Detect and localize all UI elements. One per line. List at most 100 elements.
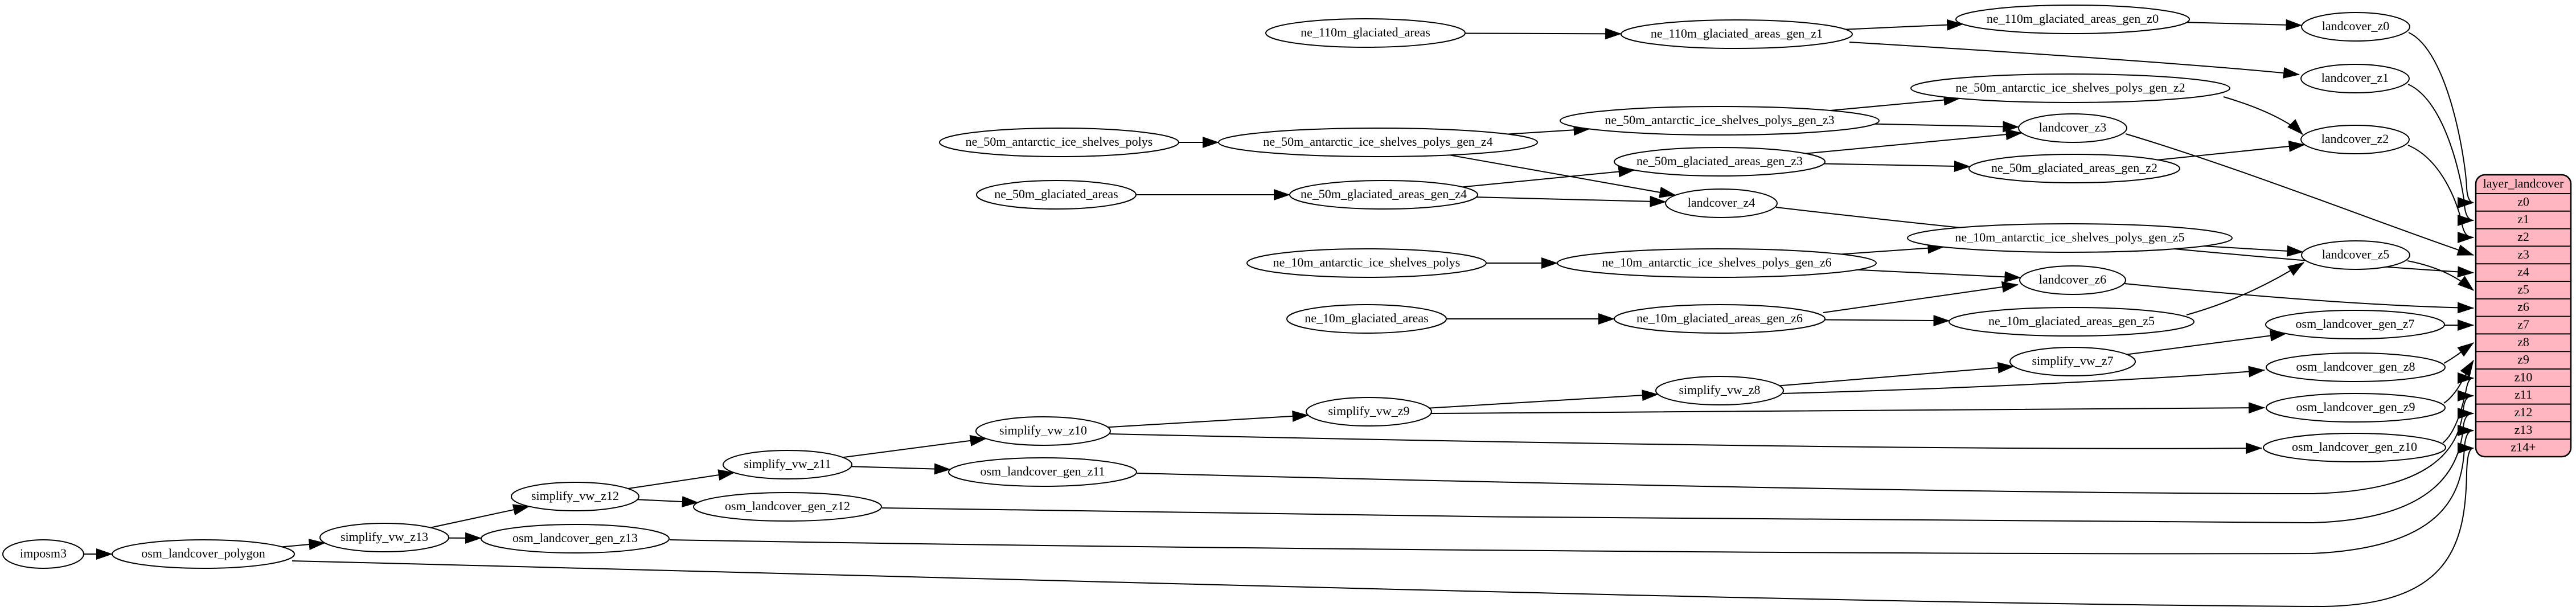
- edge-landcover_z6-to-layer-landcover-z6: [2124, 283, 2474, 314]
- table-row-label-z3: z3: [2517, 247, 2529, 261]
- edge-landcover_z2-to-layer-landcover-z2: [2407, 145, 2474, 243]
- node-label-ne_10m_antarctic_ice_shelves_polys_gen_z5: ne_10m_antarctic_ice_shelves_polys_gen_z…: [1955, 230, 2184, 244]
- node-label-simplify_vw_z11: simplify_vw_z11: [744, 457, 831, 471]
- edge-ne_10m_glaciated_areas_gen_z6-to-ne_10m_glaciated_areas_gen_z5: [1824, 315, 1950, 327]
- edge-ne_50m_antarctic_ice_shelves_polys_gen_z3-to-ne_50m_antarctic_ice_shelves_polys_gen_z2: [1830, 94, 1960, 111]
- node-shape-ne_10m_glaciated_areas_gen_z5: [1949, 307, 2194, 337]
- edge-simplify_vw_z7-to-osm_landcover_gen_z7: [2127, 330, 2287, 355]
- node-shape-osm_landcover_gen_z10: [2263, 433, 2446, 462]
- node-ne_110m_glaciated_areas_gen_z1: ne_110m_glaciated_areas_gen_z1: [1621, 19, 1853, 49]
- table-row-z0: z0: [2517, 194, 2529, 208]
- node-ne_110m_glaciated_areas_gen_z0: ne_110m_glaciated_areas_gen_z0: [1955, 5, 2190, 34]
- edge-ne_50m_glaciated_areas_gen_z4-to-ne_50m_glaciated_areas_gen_z3: [1462, 166, 1635, 188]
- node-shape-ne_110m_glaciated_areas_gen_z1: [1621, 19, 1853, 49]
- node-shape-ne_10m_glaciated_areas: [1286, 304, 1447, 334]
- node-label-osm_landcover_gen_z7: osm_landcover_gen_z7: [2296, 317, 2415, 331]
- node-shape-ne_110m_glaciated_areas_gen_z0: [1955, 5, 2190, 34]
- table-row-z10: z10: [2515, 370, 2533, 384]
- node-label-ne_10m_glaciated_areas_gen_z5: ne_10m_glaciated_areas_gen_z5: [1988, 314, 2155, 328]
- node-ne_50m_antarctic_ice_shelves_polys_gen_z3: ne_50m_antarctic_ice_shelves_polys_gen_z…: [1560, 106, 1880, 136]
- node-label-ne_10m_antarctic_ice_shelves_polys: ne_10m_antarctic_ice_shelves_polys: [1273, 255, 1461, 269]
- edge-ne_50m_antarctic_ice_shelves_polys_gen_z4-to-landcover_z4: [1449, 154, 1676, 198]
- node-label-ne_10m_antarctic_ice_shelves_polys_gen_z6: ne_10m_antarctic_ice_shelves_polys_gen_z…: [1602, 255, 1831, 269]
- node-shape-landcover_z1: [2300, 64, 2410, 93]
- node-shape-ne_10m_antarctic_ice_shelves_polys: [1246, 248, 1487, 278]
- table-row-z6: z6: [2517, 300, 2529, 314]
- node-ne_10m_glaciated_areas_gen_z6: ne_10m_glaciated_areas_gen_z6: [1614, 304, 1826, 334]
- edge-ne_50m_glaciated_areas_gen_z3-to-landcover_z3: [1806, 129, 2023, 154]
- node-simplify_vw_z9: simplify_vw_z9: [1306, 397, 1432, 427]
- table-row-label-z11: z11: [2515, 387, 2532, 401]
- node-label-ne_50m_antarctic_ice_shelves_polys: ne_50m_antarctic_ice_shelves_polys: [966, 134, 1153, 149]
- node-simplify_vw_z13: simplify_vw_z13: [319, 523, 449, 552]
- node-landcover_z1: landcover_z1: [2300, 64, 2410, 93]
- edge-ne_50m_glaciated_areas_gen_z4-to-landcover_z4: [1476, 195, 1667, 207]
- edge-ne_110m_glaciated_areas_gen_z1-to-ne_110m_glaciated_areas_gen_z0: [1845, 19, 1964, 31]
- edge-ne_10m_glaciated_areas_gen_z6-to-landcover_z6: [1823, 281, 2019, 313]
- node-label-ne_50m_antarctic_ice_shelves_polys_gen_z2: ne_50m_antarctic_ice_shelves_polys_gen_z…: [1955, 80, 2185, 95]
- node-simplify_vw_z8: simplify_vw_z8: [1655, 376, 1784, 405]
- edge-osm_landcover_polygon-to-layer-landcover-z14+: [292, 442, 2474, 608]
- node-shape-simplify_vw_z13: [319, 523, 449, 552]
- node-shape-simplify_vw_z10: [975, 416, 1111, 446]
- layer-landcover-table-title: layer_landcover: [2483, 177, 2564, 191]
- edge-landcover_z5-to-layer-landcover-z5: [2407, 260, 2474, 291]
- table-row-z5: z5: [2517, 282, 2529, 296]
- node-shape-ne_50m_antarctic_ice_shelves_polys_gen_z3: [1560, 106, 1880, 136]
- node-label-ne_50m_glaciated_areas: ne_50m_glaciated_areas: [994, 187, 1118, 201]
- node-shape-osm_landcover_gen_z11: [948, 457, 1137, 487]
- node-ne_50m_glaciated_areas: ne_50m_glaciated_areas: [976, 180, 1137, 210]
- node-ne_50m_glaciated_areas_gen_z4: ne_50m_glaciated_areas_gen_z4: [1289, 180, 1478, 210]
- node-shape-landcover_z5: [2301, 240, 2410, 270]
- node-label-osm_landcover_gen_z9: osm_landcover_gen_z9: [2296, 400, 2415, 414]
- node-ne_10m_glaciated_areas: ne_10m_glaciated_areas: [1286, 304, 1447, 334]
- node-shape-ne_50m_glaciated_areas_gen_z2: [1968, 154, 2180, 183]
- table-row-label-z6: z6: [2517, 300, 2529, 314]
- table-row-label-z14+: z14+: [2511, 440, 2536, 454]
- edge-simplify_vw_z11-to-simplify_vw_z10: [843, 434, 987, 458]
- node-osm_landcover_gen_z12: osm_landcover_gen_z12: [693, 492, 882, 522]
- node-shape-ne_50m_glaciated_areas_gen_z3: [1614, 147, 1826, 177]
- edge-simplify_vw_z9-to-osm_landcover_gen_z9: [1431, 402, 2265, 414]
- node-shape-ne_10m_glaciated_areas_gen_z6: [1614, 304, 1826, 334]
- node-shape-simplify_vw_z7: [2009, 347, 2136, 376]
- node-ne_50m_glaciated_areas_gen_z2: ne_50m_glaciated_areas_gen_z2: [1968, 154, 2180, 183]
- table-row-z13: z13: [2515, 423, 2533, 437]
- node-label-landcover_z1: landcover_z1: [2321, 71, 2389, 85]
- node-label-ne_50m_glaciated_areas_gen_z4: ne_50m_glaciated_areas_gen_z4: [1301, 187, 1467, 201]
- edge-osm_landcover_gen_z8-to-layer-landcover-z8: [2443, 342, 2474, 364]
- node-label-ne_50m_antarctic_ice_shelves_polys_gen_z3: ne_50m_antarctic_ice_shelves_polys_gen_z…: [1605, 113, 1834, 127]
- table-row-z8: z8: [2517, 335, 2529, 349]
- node-ne_50m_glaciated_areas_gen_z3: ne_50m_glaciated_areas_gen_z3: [1614, 147, 1826, 177]
- node-label-landcover_z0: landcover_z0: [2322, 19, 2390, 33]
- node-shape-landcover_z0: [2301, 12, 2410, 42]
- table-row-z4: z4: [2517, 265, 2529, 279]
- node-shape-landcover_z4: [1665, 188, 1778, 218]
- node-ne_50m_antarctic_ice_shelves_polys_gen_z4: ne_50m_antarctic_ice_shelves_polys_gen_z…: [1218, 128, 1538, 157]
- table-row-z11: z11: [2515, 387, 2532, 401]
- node-label-landcover_z3: landcover_z3: [2039, 120, 2107, 134]
- node-landcover_z0: landcover_z0: [2301, 12, 2410, 42]
- node-ne_110m_glaciated_areas: ne_110m_glaciated_areas: [1265, 18, 1466, 48]
- table-row-label-z7: z7: [2517, 317, 2529, 331]
- node-shape-ne_50m_antarctic_ice_shelves_polys_gen_z4: [1218, 128, 1538, 157]
- node-label-simplify_vw_z9: simplify_vw_z9: [1328, 404, 1410, 418]
- edge-simplify_vw_z10-to-osm_landcover_gen_z10: [1109, 433, 2262, 454]
- node-label-simplify_vw_z8: simplify_vw_z8: [1679, 383, 1761, 397]
- edge-osm_landcover_gen_z13-to-layer-landcover-z13: [669, 425, 2474, 555]
- node-label-osm_landcover_gen_z12: osm_landcover_gen_z12: [725, 499, 850, 513]
- node-label-ne_110m_glaciated_areas: ne_110m_glaciated_areas: [1301, 25, 1430, 39]
- node-label-ne_110m_glaciated_areas_gen_z1: ne_110m_glaciated_areas_gen_z1: [1651, 26, 1823, 40]
- node-landcover_z3: landcover_z3: [2018, 113, 2127, 143]
- node-label-ne_110m_glaciated_areas_gen_z0: ne_110m_glaciated_areas_gen_z0: [1987, 11, 2159, 26]
- edge-ne_10m_antarctic_ice_shelves_polys_gen_z5-to-landcover_z5: [2204, 245, 2304, 257]
- layer-landcover-table: layer_landcoverz0z1z2z3z4z5z6z7z8z9z10z1…: [2475, 174, 2572, 458]
- node-label-osm_landcover_gen_z8: osm_landcover_gen_z8: [2296, 359, 2415, 374]
- node-shape-simplify_vw_z12: [511, 482, 639, 511]
- node-imposm3: imposm3: [2, 539, 84, 569]
- node-label-landcover_z4: landcover_z4: [1688, 195, 1755, 210]
- node-label-osm_landcover_gen_z13: osm_landcover_gen_z13: [512, 531, 638, 545]
- table-row-label-z9: z9: [2517, 352, 2529, 367]
- table-row-label-z1: z1: [2517, 212, 2529, 226]
- node-label-ne_50m_antarctic_ice_shelves_polys_gen_z4: ne_50m_antarctic_ice_shelves_polys_gen_z…: [1263, 134, 1492, 149]
